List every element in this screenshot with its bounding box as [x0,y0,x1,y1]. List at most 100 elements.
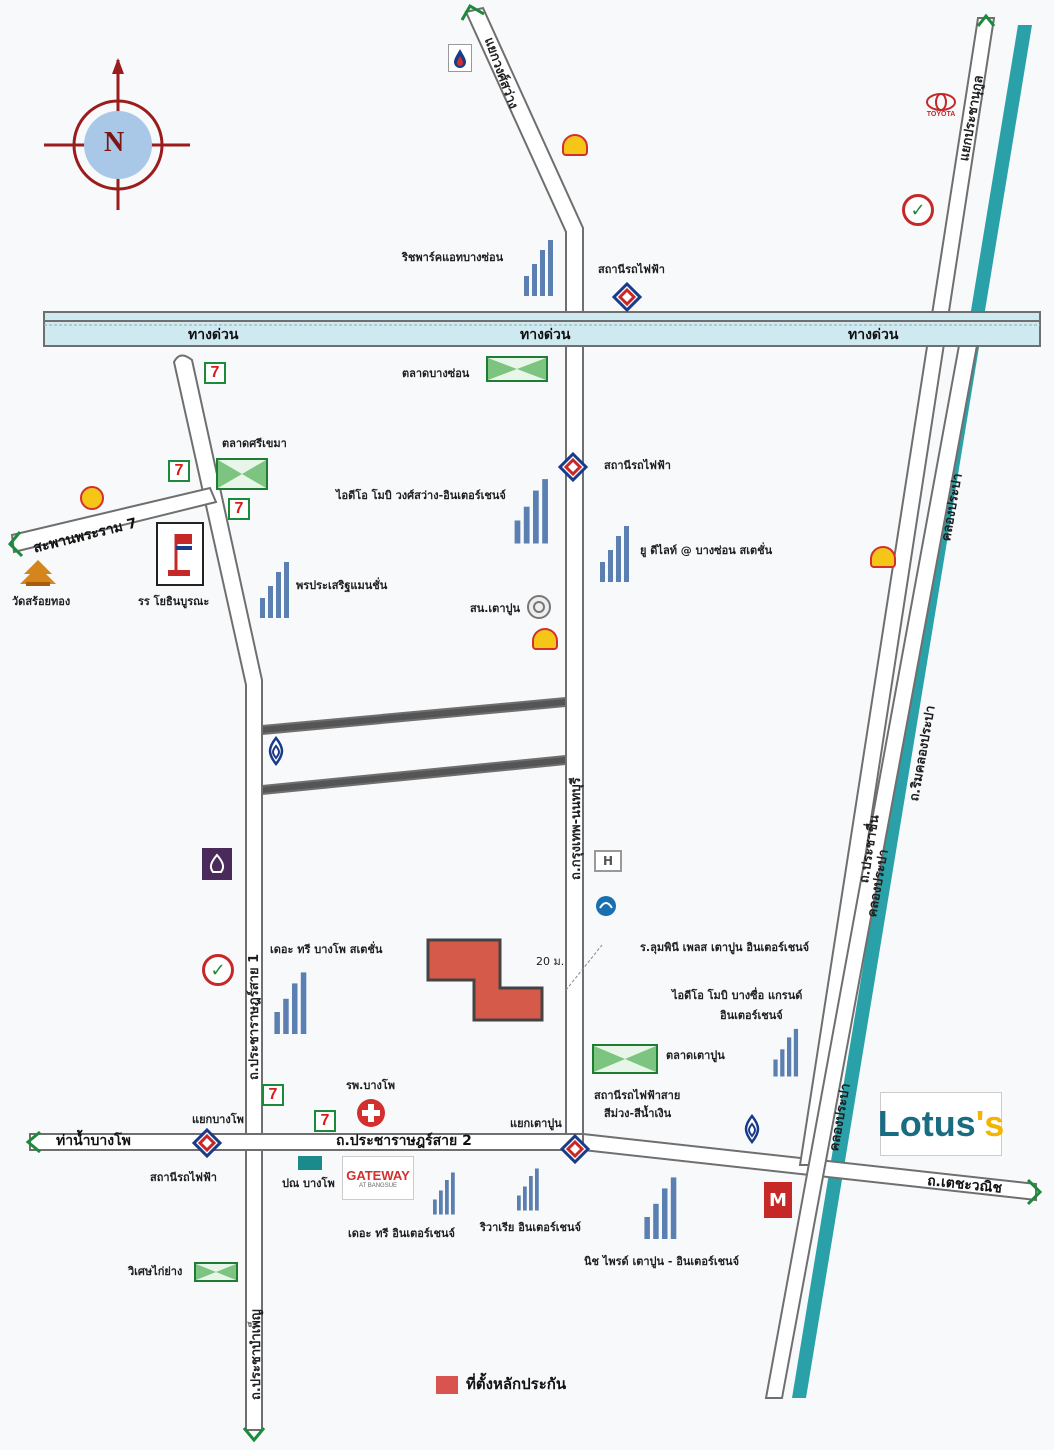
hospital-icon [357,1099,385,1127]
arrow-north-left [460,3,485,21]
arrow-east [1026,1178,1043,1206]
road-label-pracharat-sai1: ถ.ประชาราษฎร์สาย 1 [247,953,262,1080]
place-label-mrt-top: สถานีรถไฟฟ้า [598,263,665,276]
bank-icon [596,896,616,916]
place-label-mrt-left: สถานีรถไฟฟ้า [150,1171,217,1184]
place-label-rivaria: ริวาเรีย อินเตอร์เชนจ์ [480,1221,581,1234]
honda-icon: H [594,850,622,872]
shell-icon [562,134,588,156]
junction-label-tao-poon: แยกเตาปูน [510,1117,562,1130]
place-label-ideo-grand: ไอดีโอ โมบิ บางซื่อ แกรนด์ [672,989,803,1002]
expressway-label-1: ทางด่วน [188,327,239,343]
building-icon [274,972,307,1034]
junction-label-bang-pho: แยกบางโพ [192,1113,244,1126]
collateral-lot [426,938,544,1022]
bangkok-bank-icon [744,1114,760,1144]
gateway-logo-sub: AT BANGSUE [358,1182,398,1189]
toyota-label: TOYOTA [926,110,956,118]
gateway-logo-text: GATEWAY [346,1167,410,1183]
building-icon [773,1028,799,1077]
expressway [43,311,1041,347]
place-label-tao-poon-market: ตลาดเตาปูน [666,1049,725,1062]
road-pracha-chuen [798,17,996,1166]
place-label-ideo-mobi: ไอดีโอ โมบิ วงศ์สว่าง-อินเตอร์เชนจ์ [336,489,506,502]
place-label-u-delight: ยู ดีไลท์ @ บางซ่อน สเตชั่น [640,544,773,557]
arrow-west-rama7 [7,531,24,558]
lotus-logo-apos: 's [975,1103,1005,1144]
arrow-south [242,1427,266,1443]
road-label-pracharat-bamphen: ถ.ประชาบำเพ็ญ [249,1309,264,1400]
market-icon [592,1044,658,1074]
bangkok-bank-icon [268,736,284,766]
building-icon [600,526,629,582]
shell-icon [532,628,558,650]
school-icon [156,522,204,586]
place-label-purple-station-2: สีม่วง-สีน้ำเงิน [604,1107,672,1120]
ptt-icon [448,44,472,72]
place-label-si-khema-market: ตลาดศรีเขมา [222,437,287,450]
road-label-krungthep-nonthaburi: ถ.กรุงเทพ-นนทบุรี [569,777,584,880]
temple-icon [18,558,58,588]
makro-icon: M [764,1182,792,1218]
expressway-label-2: ทางด่วน [520,327,571,343]
gateway-logo: GATEWAY AT BANGSUE [342,1156,414,1200]
seven-eleven-icon: 7 [314,1110,336,1132]
road-cross-1 [261,696,567,736]
place-label-the-tree-bangpho: เดอะ ทรี บางโพ สเตชั่น [270,943,383,956]
place-label-purple-station: สถานีรถไฟฟ้าสาย [594,1089,681,1102]
place-label-ideo-grand-2: อินเตอร์เชนจ์ [720,1009,783,1022]
police-icon [527,595,551,619]
legend-collateral-label: ที่ตั้งหลักประกัน [466,1375,567,1393]
toyota-icon: TOYOTA [922,90,960,120]
scb-bank-icon [202,848,232,880]
place-label-phonprasert: พรประเสริฐแมนชั่น [296,579,388,592]
building-icon [514,479,548,544]
seven-eleven-icon: 7 [262,1084,284,1106]
place-label-bangpho-hospital: รพ.บางโพ [346,1079,396,1092]
expressway-label-3: ทางด่วน [848,327,899,343]
road-cross-2 [261,754,567,796]
place-label-rich-park: ริชพาร์คแอทบางซ่อน [402,251,504,264]
place-label-mrt-mid: สถานีรถไฟฟ้า [604,459,671,472]
skytrain-station-icon [192,1128,222,1158]
road-label-pracharat-sai2: ถ.ประชาราษฎร์สาย 2 [336,1133,472,1149]
skytrain-station-icon [560,1134,590,1164]
lotus-logo: Lotus's [877,1092,1005,1156]
place-label-tao-poon-police: สน.เตาปูน [470,602,520,615]
post-office-icon [298,1156,322,1170]
compass-icon [44,58,190,210]
place-label-wat-soi-thong: วัดสร้อยทอง [12,595,71,608]
market-icon [216,458,268,490]
place-label-bang-son-market: ตลาดบางซ่อน [402,367,470,380]
distance-label: 20 ม. [536,955,565,968]
place-label-yothinburana: รร โยธินบูรณะ [138,595,210,608]
building-icon [644,1177,677,1239]
shell-icon [870,546,896,568]
skytrain-station-icon [558,452,588,482]
kbank-icon: ✓ [902,194,934,226]
seven-eleven-icon: 7 [228,498,250,520]
place-label-wisen-kaiyang: วิเศษไก่ย่าง [128,1265,183,1278]
place-label-the-tree-interchange: เดอะ ทรี อินเตอร์เชนจ์ [348,1227,455,1240]
compass-north-label: N [104,127,125,158]
building-icon [524,240,553,296]
legend-collateral-swatch [436,1376,458,1394]
building-icon [260,562,289,618]
building-icon [433,1172,455,1215]
market-icon [486,356,548,382]
arrow-north-right [976,13,996,27]
seven-eleven-icon: 7 [168,460,190,482]
road-pracharat-sai1 [172,354,263,1431]
seven-eleven-icon: 7 [204,362,226,384]
shell-icon [80,486,104,510]
place-label-post-office: ปณ บางโพ [282,1177,335,1190]
kbank-icon: ✓ [202,954,234,986]
building-icon [517,1168,539,1211]
lotus-logo-text: Lotus [877,1103,976,1144]
road-label-tha-nam-bang-pho: ท่าน้ำบางโพ [56,1133,131,1149]
place-label-lumpini: ร.ลุมพินี เพลส เตาปูน อินเตอร์เชนจ์ [640,941,810,954]
skytrain-station-icon [612,282,642,312]
market-icon [194,1262,238,1282]
place-label-niche-pride: นิช ไพรด์ เตาปูน - อินเตอร์เชนจ์ [584,1255,740,1268]
